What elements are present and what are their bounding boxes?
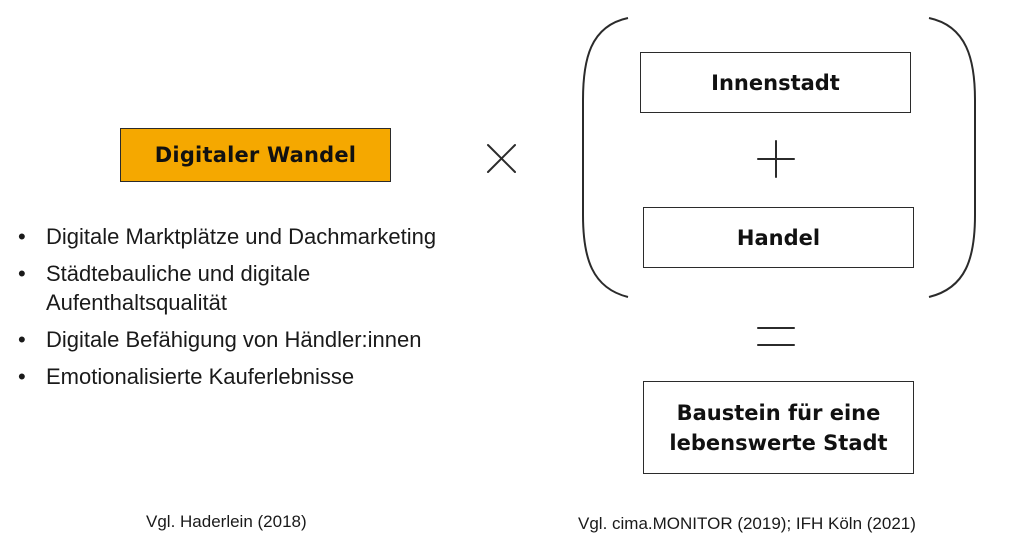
result-label-line1: Baustein für eine	[676, 400, 881, 425]
list-item-text-continued: Aufenthaltsqualität	[46, 290, 228, 315]
plus-icon	[757, 140, 795, 178]
result-label-line2: lebenswerte Stadt	[669, 430, 888, 455]
measures-list: • Digitale Marktplätze und Dachmarketing…	[18, 222, 518, 399]
bullet-marker: •	[18, 261, 26, 286]
digital-change-box: Digitaler Wandel	[120, 128, 391, 182]
list-item: • Digitale Marktplätze und Dachmarketing	[18, 222, 518, 251]
retail-box: Handel	[643, 207, 914, 268]
retail-label: Handel	[736, 225, 821, 250]
equals-icon	[757, 327, 795, 346]
source-citation-left: Vgl. Haderlein (2018)	[146, 512, 307, 531]
bullet-marker: •	[18, 327, 26, 352]
digital-change-label: Digitaler Wandel	[154, 143, 357, 167]
list-item: • Digitale Befähigung von Händler:innen	[18, 325, 518, 354]
inner-city-label: Innenstadt	[711, 70, 840, 95]
right-bracket	[928, 17, 976, 298]
left-bracket	[582, 17, 629, 298]
list-item-text: Digitale Befähigung von Händler:innen	[46, 327, 422, 352]
inner-city-box: Innenstadt	[640, 52, 911, 113]
bullet-marker: •	[18, 364, 26, 389]
bullet-marker: •	[18, 224, 26, 249]
list-item: • Emotionalisierte Kauferlebnisse	[18, 362, 518, 391]
source-citation-right: Vgl. cima.MONITOR (2019); IFH Köln (2021…	[578, 514, 916, 533]
result-box: Baustein für eine lebenswerte Stadt	[643, 381, 914, 474]
multiply-icon	[487, 144, 516, 173]
list-item: • Städtebauliche und digitale Aufenthalt…	[18, 259, 518, 317]
list-item-text: Digitale Marktplätze und Dachmarketing	[46, 224, 437, 249]
list-item-text: Städtebauliche und digitale	[46, 261, 311, 286]
list-item-text: Emotionalisierte Kauferlebnisse	[46, 364, 355, 389]
